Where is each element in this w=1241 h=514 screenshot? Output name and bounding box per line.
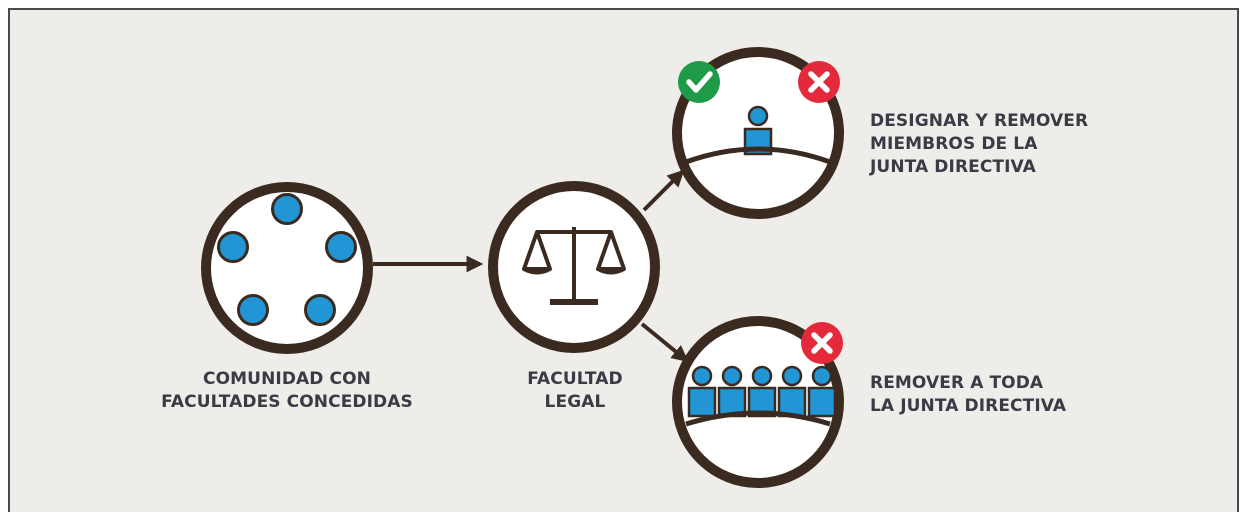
diagram-canvas	[201, 47, 844, 488]
legal-label-line: FACULTAD	[527, 369, 623, 389]
remove-all-label-line: REMOVER A TODA	[870, 373, 1044, 393]
member-dot	[325, 231, 357, 263]
community-label-line: FACULTADES CONCEDIDAS	[161, 392, 413, 412]
member-dot	[217, 231, 249, 263]
designate-label: DESIGNAR Y REMOVER MIEMBROS DE LA JUNTA …	[870, 110, 1130, 179]
full-board-icon	[672, 316, 844, 488]
scales-of-justice-icon	[488, 181, 660, 353]
remove-all-label-line: LA JUNTA DIRECTIVA	[870, 396, 1067, 416]
cross-badge-icon	[801, 322, 843, 364]
single-member-icon	[672, 47, 844, 219]
arrow-legal-to-remove-all	[640, 322, 689, 363]
cross-badge-icon	[798, 61, 840, 103]
diagram-frame: COMUNIDAD CON FACULTADES CONCEDIDAS FACU…	[8, 8, 1239, 512]
member-dot	[237, 294, 269, 326]
designate-label-line: DESIGNAR Y REMOVER	[870, 111, 1089, 131]
legal-label-line: LEGAL	[544, 392, 606, 412]
community-label: COMUNIDAD CON FACULTADES CONCEDIDAS	[160, 368, 414, 414]
arrow-legal-to-designate	[642, 169, 685, 212]
remove-all-label: REMOVER A TODA LA JUNTA DIRECTIVA	[870, 372, 1130, 418]
designate-label-line: MIEMBROS DE LA	[870, 134, 1038, 154]
member-dot	[271, 193, 303, 225]
community-circle-icon	[201, 182, 373, 354]
legal-label: FACULTAD LEGAL	[510, 368, 640, 414]
designate-label-line: JUNTA DIRECTIVA	[870, 157, 1036, 177]
check-badge-icon	[678, 61, 720, 103]
community-label-line: COMUNIDAD CON	[203, 369, 371, 389]
member-dot	[304, 294, 336, 326]
